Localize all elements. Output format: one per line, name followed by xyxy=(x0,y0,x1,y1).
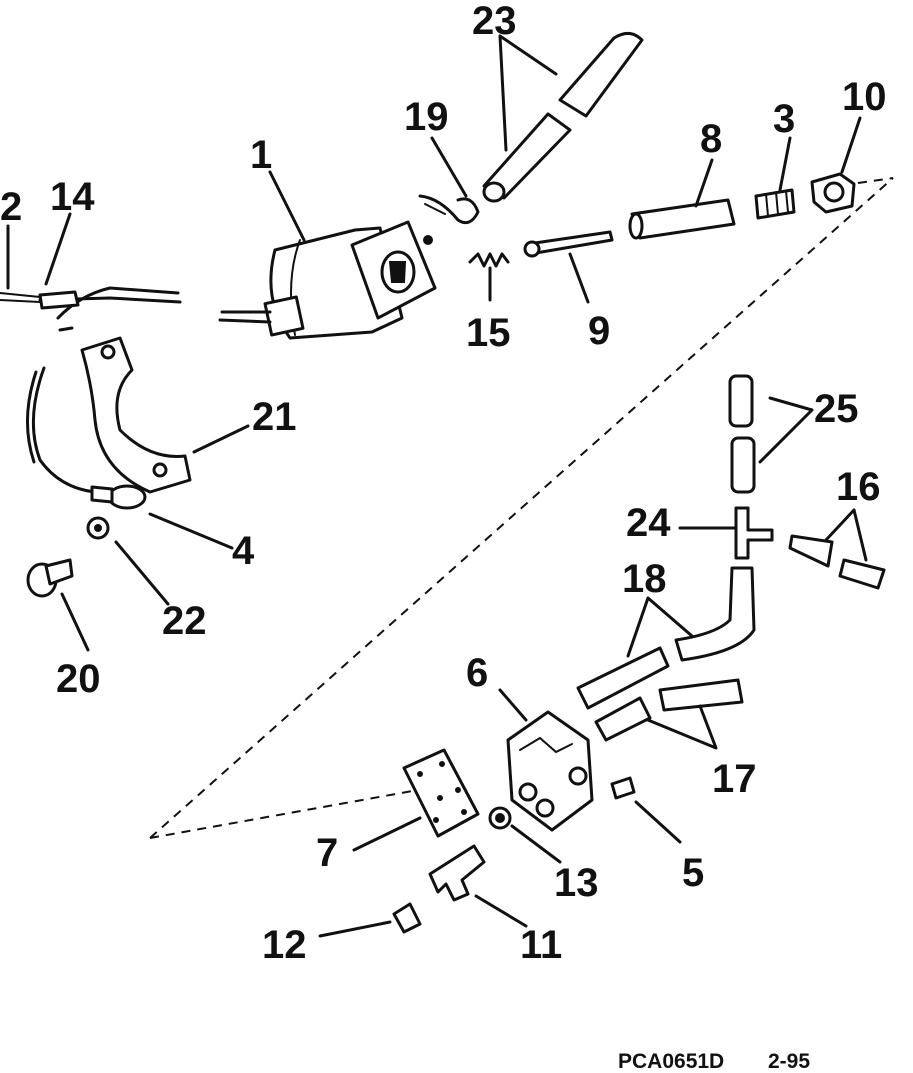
callout-14: 14 xyxy=(50,175,95,219)
callout-24: 24 xyxy=(626,501,671,545)
callout-5: 5 xyxy=(682,851,704,895)
callout-2: 2 xyxy=(0,185,22,229)
spring-15 xyxy=(468,252,510,268)
callout-6: 6 xyxy=(466,651,488,695)
hose-clip-19 xyxy=(418,194,480,225)
nut-10 xyxy=(810,172,856,214)
callout-9: 9 xyxy=(588,309,610,353)
callout-13: 13 xyxy=(554,861,599,905)
callout-20: 20 xyxy=(56,657,101,701)
figure-date: 2-95 xyxy=(768,1050,810,1073)
figure-code: PCA0651D xyxy=(618,1050,724,1073)
tee-fitting-24 xyxy=(734,506,774,560)
callout-10: 10 xyxy=(842,75,887,119)
callout-15: 15 xyxy=(466,311,511,355)
hose-18 xyxy=(576,566,756,710)
callout-12: 12 xyxy=(262,923,307,967)
spring-3 xyxy=(754,188,796,220)
callout-17: 17 xyxy=(712,757,757,801)
fitting-11 xyxy=(428,844,486,902)
callout-25: 25 xyxy=(814,387,859,431)
assembly-axis-end xyxy=(857,177,894,184)
callout-1: 1 xyxy=(250,133,272,177)
valve-pin-9 xyxy=(523,230,614,258)
callout-7: 7 xyxy=(316,831,338,875)
ground-wire-4 xyxy=(26,366,147,510)
hose-23 xyxy=(482,32,644,203)
fuel-pump-motor xyxy=(218,220,437,340)
sleeve-8 xyxy=(628,198,736,240)
screw-20 xyxy=(26,558,74,598)
callout-11: 11 xyxy=(520,923,562,967)
hose-17 xyxy=(594,678,744,742)
callout-19: 19 xyxy=(404,95,449,139)
assembly-axis-line-short xyxy=(149,789,419,839)
assembly-axis-line xyxy=(149,177,894,839)
callout-18: 18 xyxy=(622,557,667,601)
callout-4: 4 xyxy=(232,529,255,573)
pump-body-6 xyxy=(506,710,594,832)
callout-labels: 1 2 3 4 5 6 7 8 9 10 11 12 13 14 15 16 1… xyxy=(0,0,887,967)
leader-lines xyxy=(6,34,868,938)
callout-23: 23 xyxy=(472,0,517,43)
hose-16 xyxy=(788,534,886,590)
o-ring-13 xyxy=(488,806,512,830)
screw-5 xyxy=(610,776,636,800)
bracket-21 xyxy=(80,336,192,494)
lock-washer-22 xyxy=(86,516,110,540)
callout-16: 16 xyxy=(836,465,881,509)
gasket-7 xyxy=(402,748,480,838)
callout-21: 21 xyxy=(252,395,297,439)
cap-12 xyxy=(392,902,422,934)
wire-harness xyxy=(0,286,182,332)
callout-8: 8 xyxy=(700,117,722,161)
callout-3: 3 xyxy=(773,97,795,141)
hose-25 xyxy=(728,374,756,494)
callout-22: 22 xyxy=(162,599,207,643)
